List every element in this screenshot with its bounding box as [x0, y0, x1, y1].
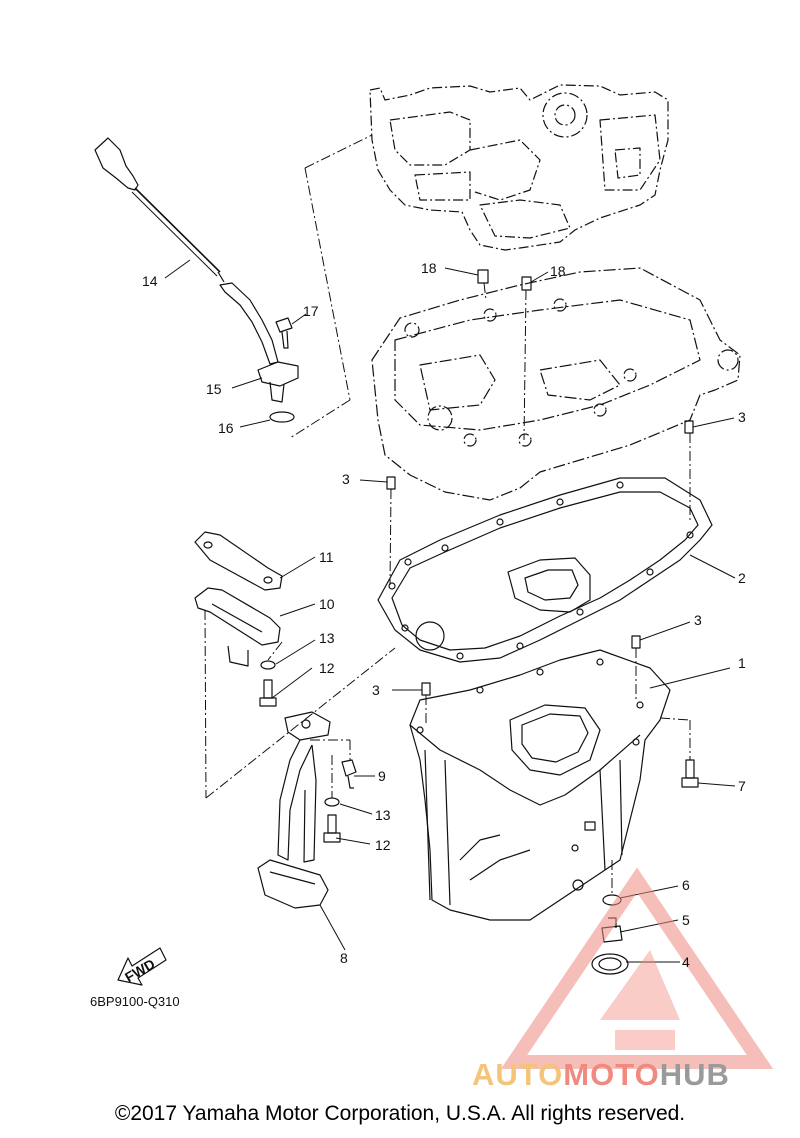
dowel-pins — [386, 269, 694, 696]
crankcase-outline — [371, 267, 741, 501]
callout-18: 18 — [421, 260, 437, 276]
callout-6: 6 — [682, 877, 690, 893]
gasket — [377, 477, 713, 663]
callout-13: 13 — [319, 630, 335, 646]
callout-15: 15 — [206, 381, 222, 397]
callout-12: 12 — [319, 660, 335, 676]
watermark-moto: MOTO — [563, 1057, 660, 1092]
callout-7: 7 — [738, 778, 746, 794]
callout-12: 12 — [375, 837, 391, 853]
copyright-notice: ©2017 Yamaha Motor Corporation, U.S.A. A… — [114, 1102, 686, 1125]
callout-2: 2 — [738, 570, 746, 586]
dipstick — [94, 137, 225, 283]
bolt-17 — [275, 317, 293, 349]
bolt-9 — [341, 759, 357, 789]
callout-16: 16 — [218, 420, 234, 436]
bolt-12a — [259, 679, 277, 707]
callout-18: 18 — [550, 263, 566, 279]
dipstick-guide — [219, 282, 299, 403]
bolt-12b — [323, 814, 341, 843]
washer-13b — [324, 797, 340, 807]
o-ring-16 — [269, 411, 295, 423]
callout-4: 4 — [682, 954, 690, 970]
strainer-8 — [257, 711, 331, 909]
seal-4 — [591, 953, 629, 975]
cover-10 — [194, 587, 281, 667]
callout-14: 14 — [142, 273, 158, 289]
gasket-11 — [194, 531, 283, 591]
oil-pan — [409, 649, 671, 921]
callout-3: 3 — [738, 409, 746, 425]
callout-8: 8 — [340, 950, 348, 966]
document-code: 6BP9100-Q310 — [90, 994, 180, 1009]
callout-10: 10 — [319, 596, 335, 612]
callout-3: 3 — [342, 471, 350, 487]
watermark-wordmark: AUTOMOTOHUB — [472, 1057, 730, 1093]
leader-lines — [164, 134, 736, 963]
callout-3: 3 — [372, 682, 380, 698]
watermark-auto: AUTO — [472, 1057, 564, 1092]
callout-11: 11 — [319, 549, 334, 565]
callout-9: 9 — [378, 768, 386, 784]
watermark-logo — [500, 867, 774, 1069]
watermark-hub: HUB — [659, 1057, 730, 1092]
engine-block — [369, 84, 669, 251]
bolt-7 — [681, 759, 699, 788]
callout-3: 3 — [694, 612, 702, 628]
callout-13: 13 — [375, 807, 391, 823]
callout-5: 5 — [682, 912, 690, 928]
callout-17: 17 — [303, 303, 319, 319]
fwd-arrow — [117, 947, 167, 986]
washer-13a — [260, 660, 276, 670]
callout-1: 1 — [738, 655, 746, 671]
